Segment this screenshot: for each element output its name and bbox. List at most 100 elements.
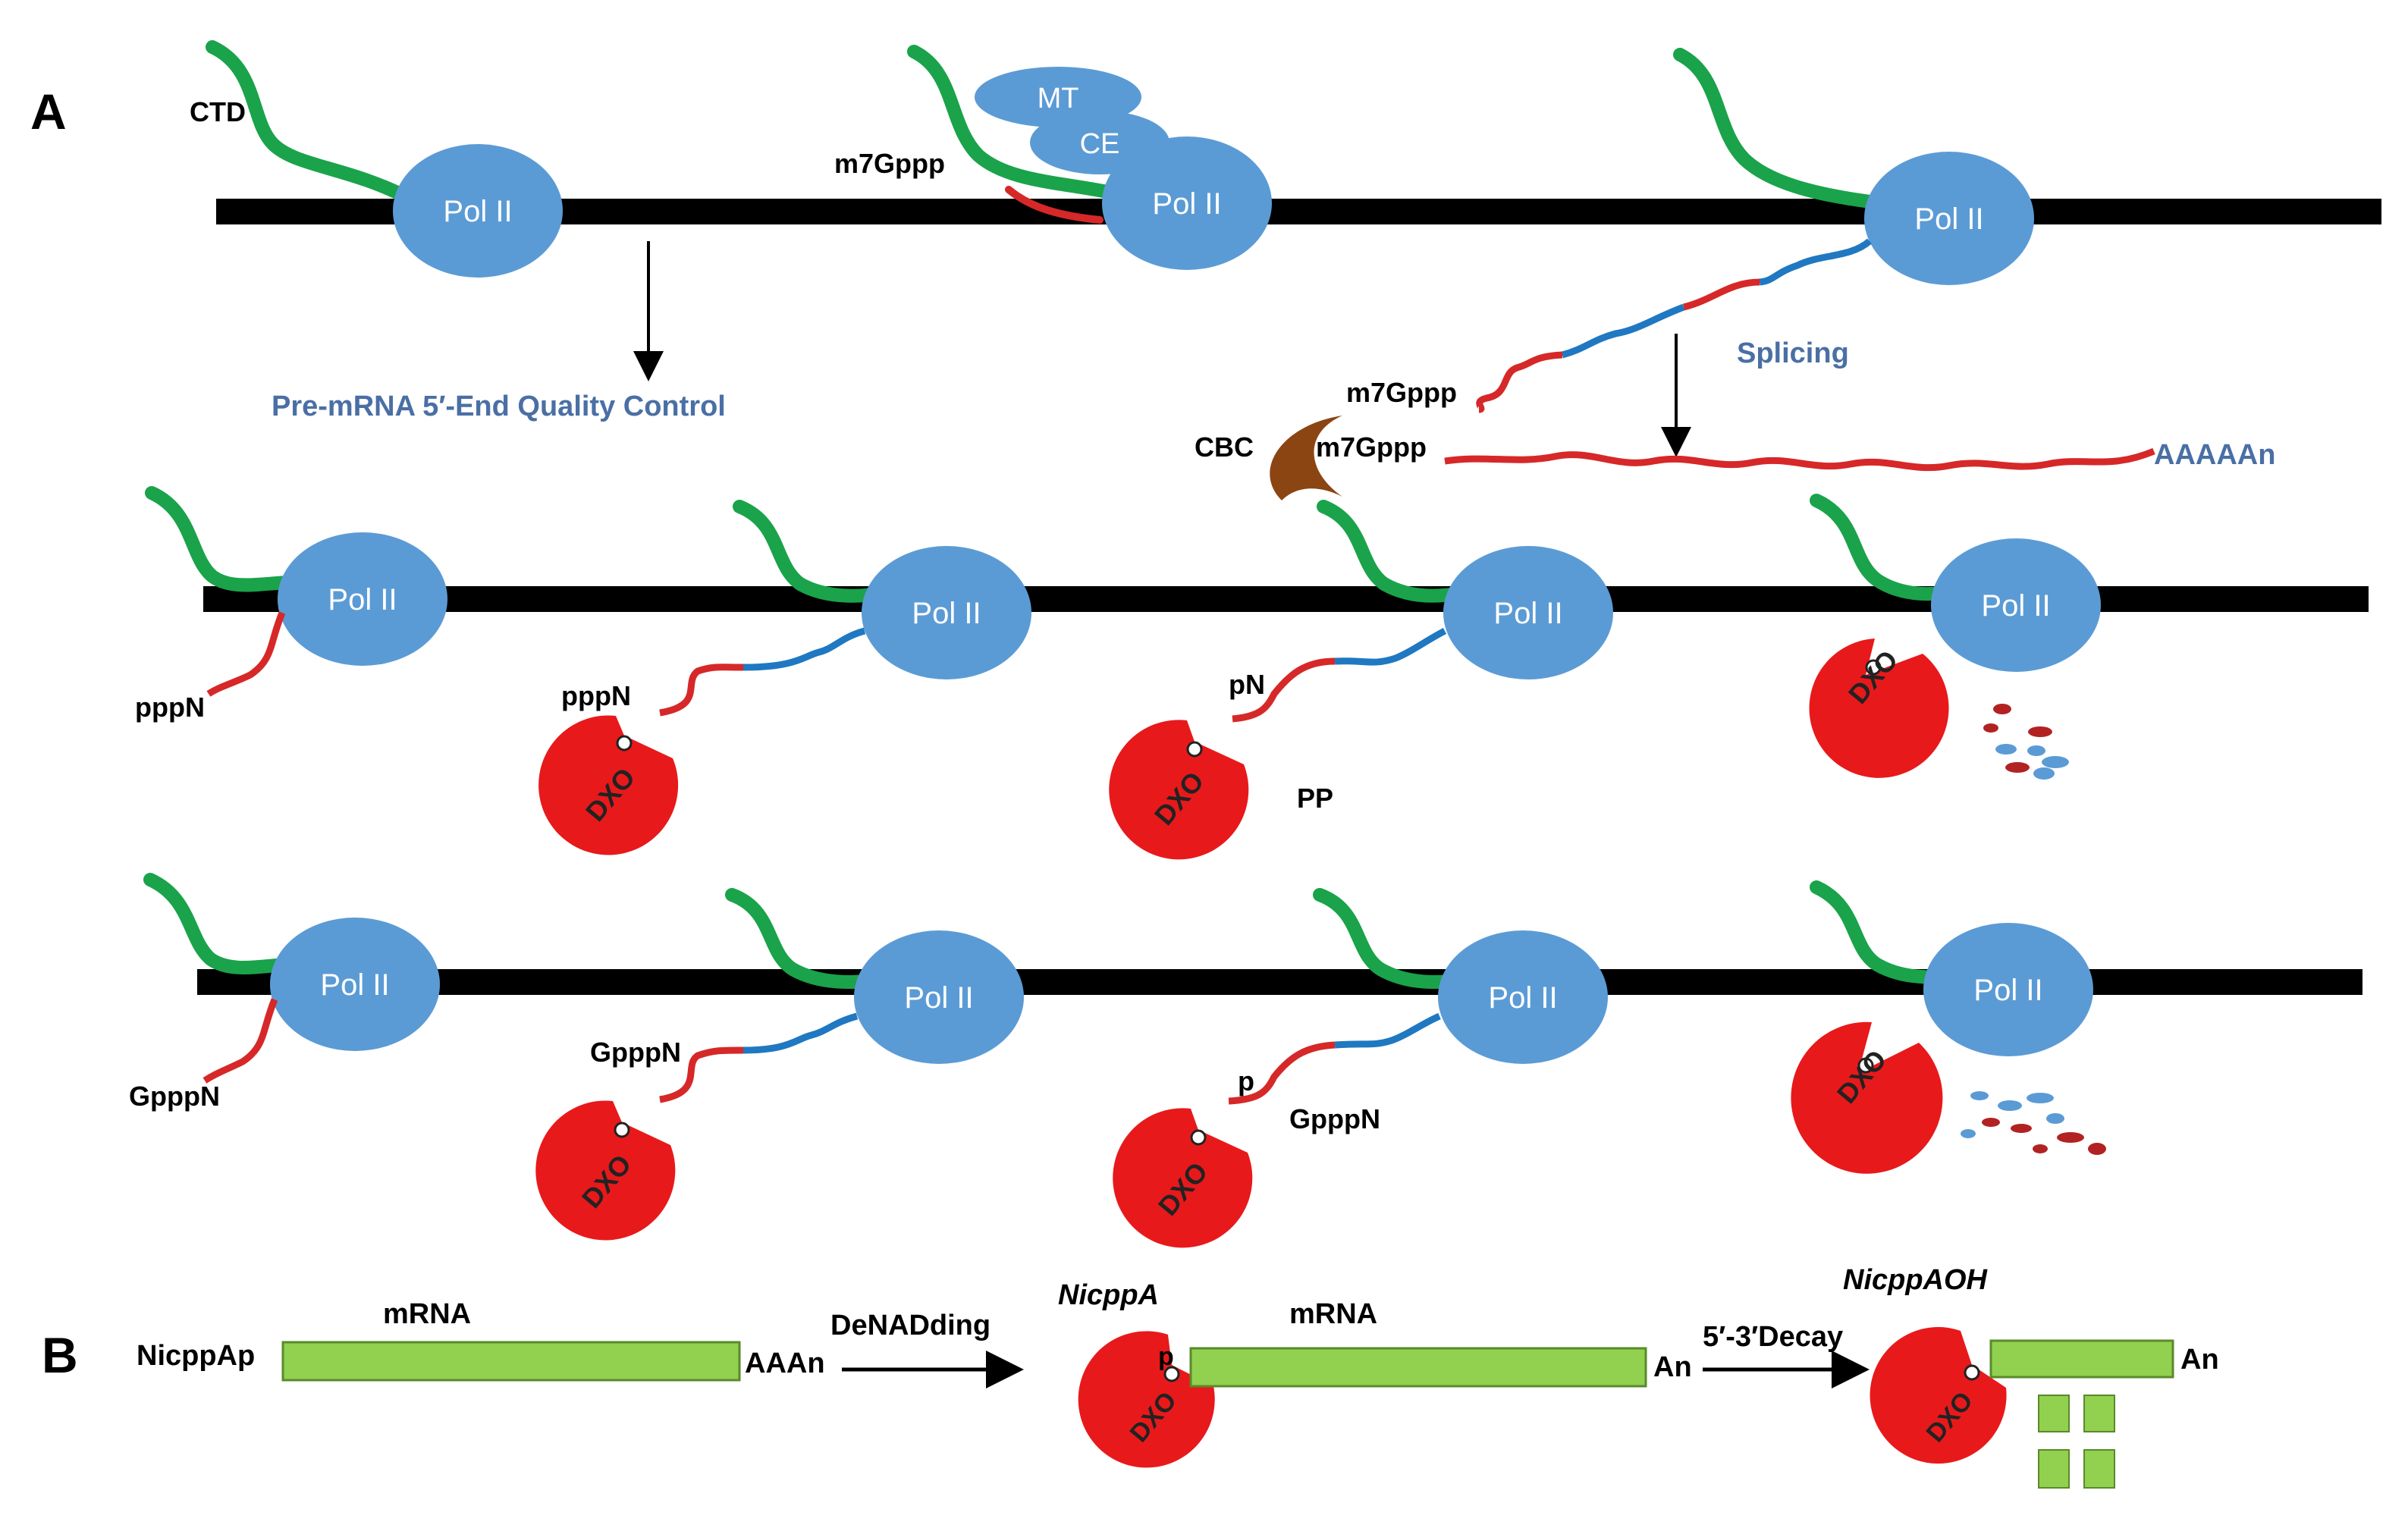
pol-ii-row3-3 [1438,930,1608,1064]
ctd-tail [143,873,291,974]
dxo-active-site [1163,1366,1180,1382]
m7gppp-label: m7Gppp [1346,377,1457,408]
rna-intron [1334,1012,1441,1049]
p-label: p [1238,1065,1254,1097]
ctd-tail [206,40,416,206]
nicppa-label: NicppA [1058,1279,1159,1311]
dxo-active-site [1190,1129,1207,1146]
splicing-label: Splicing [1737,337,1849,369]
pol-ii-label: Pol II [904,981,973,1015]
pre-mrna-intron [1759,238,1872,286]
pre-mrna-exon [1682,278,1760,311]
dxo-active-site [1964,1364,1980,1381]
denadding-label: DeNADding [830,1310,991,1341]
pol-ii-label: Pol II [912,597,981,630]
rna-5prime [206,611,286,697]
mrna-label: mRNA [383,1298,471,1330]
p-label: p [1158,1342,1174,1371]
ctd-tail [733,500,894,603]
pol-ii-row2-3 [1443,546,1613,679]
pol-ii-1 [393,144,563,278]
pol-ii-row2-4 [1931,538,2101,672]
m7gppp-label: m7Gppp [834,148,945,179]
ctd-tail [145,486,295,592]
pol-ii-label: Pol II [328,583,397,617]
dxo-active-site [1186,741,1203,758]
rna-5prime [202,998,278,1084]
panel-a-label: A [30,83,67,140]
pol-ii-row3-1 [270,918,440,1051]
pol-ii-row3-4 [1923,923,2093,1056]
rna-exon [659,664,744,717]
dxo-pacman-icon [1109,720,1249,860]
ctd-tail [1810,494,1964,601]
decay-label: 5′-3′Decay [1703,1321,1843,1353]
gpppn-label: GpppN [590,1037,681,1068]
pol-ii-label: Pol II [1152,187,1221,221]
rna-fragments [1961,1091,2106,1155]
ctd-tail [1313,888,1471,989]
ctd-label: CTD [190,96,246,127]
polya-label: AAAn [745,1348,825,1379]
dxo-pacman-icon [535,1100,676,1241]
pol-ii-row2-1 [278,532,447,666]
nicppaoh-label: NicppAOH [1843,1264,1989,1296]
rna-intron [1334,628,1447,666]
pol-ii-row3-2 [854,930,1024,1064]
dxo-active-site [614,1122,630,1138]
pol-ii-label: Pol II [320,968,389,1002]
pppn-label: pppN [135,692,205,723]
pn-label: pN [1229,669,1265,700]
dxo-pacman-icon [538,715,679,855]
dxo-pacman-icon [1809,638,1949,778]
panel-b-label: B [42,1327,78,1383]
ctd-tail [907,45,1122,200]
pppn-label: pppN [561,680,631,711]
rna-exon [1228,1041,1336,1105]
pol-ii-label: Pol II [1493,597,1562,630]
an-label: An [1653,1351,1692,1383]
pp-label: PP [1297,783,1333,814]
pol-ii-label: Pol II [1914,202,1983,236]
pol-ii-label: Pol II [1488,981,1557,1015]
pol-ii-2 [1102,136,1272,270]
rna-exon [1232,657,1336,723]
mrna-bar [1989,1339,2174,1379]
dxo-pacman-icon [1870,1327,2007,1464]
pol-ii-label: Pol II [1973,974,2042,1007]
rna-fragments [1983,704,2069,780]
cbc-crescent-icon [1270,416,1342,500]
mt-label: MT [1038,83,1079,115]
pol-ii-3 [1864,152,2034,285]
rna-exon [659,1046,744,1103]
polya-tail-label: AAAAAn [2154,439,2275,471]
gpppn-label: GpppN [1289,1103,1380,1134]
cbc-label: CBC [1195,431,1254,463]
ctd-tail [725,888,887,989]
gpppn-label: GpppN [129,1081,220,1112]
mature-mrna [1444,447,2155,472]
pol-ii-row2-2 [862,546,1031,679]
degraded-mrna-fragments [2038,1395,2115,1489]
an-label: An [2180,1344,2219,1376]
dxo-active-site [1865,659,1882,676]
ctd-tail [1673,48,1888,210]
ce-label: CE [1080,128,1120,160]
pol-ii-label: Pol II [1981,589,2050,623]
pre-mrna-exon [1476,351,1563,413]
mrna-bar [281,1341,741,1382]
quality-control-label: Pre-mRNA 5′-End Quality Control [272,391,726,422]
dxo-active-site [1857,1057,1874,1074]
mrna-bar [1189,1347,1647,1388]
m7gppp-label: m7Gppp [1316,431,1427,463]
rna-intron [742,1012,859,1054]
nicppap-label: NicppAp [137,1340,255,1372]
dxo-pacman-icon [1791,1021,1943,1174]
dxo-active-site [616,735,633,751]
pol-ii-label: Pol II [443,195,512,228]
rna-5prime [1005,186,1104,224]
dxo-pacman-icon [1078,1331,1215,1468]
rna-intron [742,627,866,671]
ctd-tail [1317,500,1474,603]
